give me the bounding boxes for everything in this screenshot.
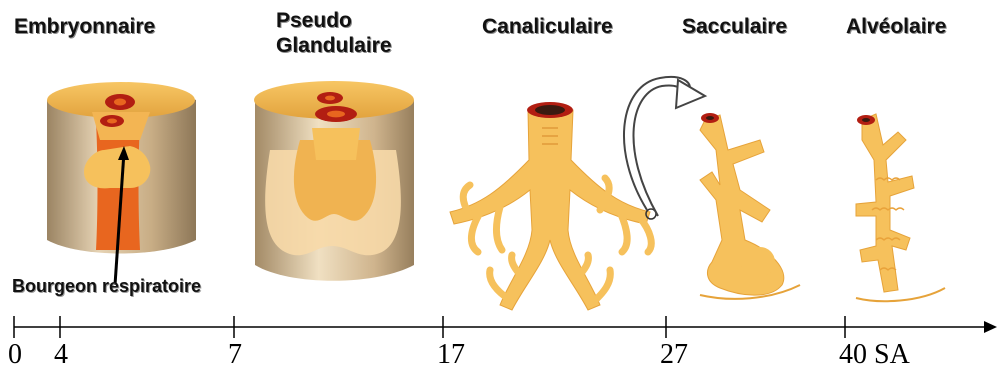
- axis-tick-label: 0: [8, 339, 22, 371]
- axis-arrow-icon: [984, 321, 997, 333]
- embryonnaire-illustration: [47, 82, 196, 285]
- pseudo-glandulaire-illustration: [254, 81, 414, 281]
- axis-tick-label: 17: [437, 339, 465, 371]
- alveolaire-illustration: [856, 114, 945, 301]
- axis-tick-label: 27: [660, 339, 688, 371]
- axis-tick-label: 4: [54, 339, 68, 371]
- annotation-bourgeon-respiratoire: Bourgeon respiratoire: [12, 276, 201, 297]
- timeline-axis: [14, 316, 997, 338]
- axis-tick-label: 40 SA: [839, 339, 910, 371]
- sacculaire-illustration: [700, 113, 800, 299]
- canaliculaire-illustration: [450, 102, 656, 310]
- axis-tick-label: 7: [228, 339, 242, 371]
- magnify-arrow-icon: [624, 77, 705, 216]
